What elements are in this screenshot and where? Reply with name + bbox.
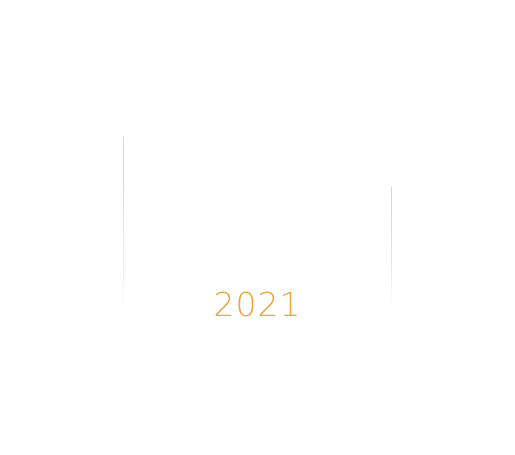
year-label: 2021 [213,285,302,324]
timeline-right-line [391,187,392,305]
timeline-left-line [123,137,124,305]
